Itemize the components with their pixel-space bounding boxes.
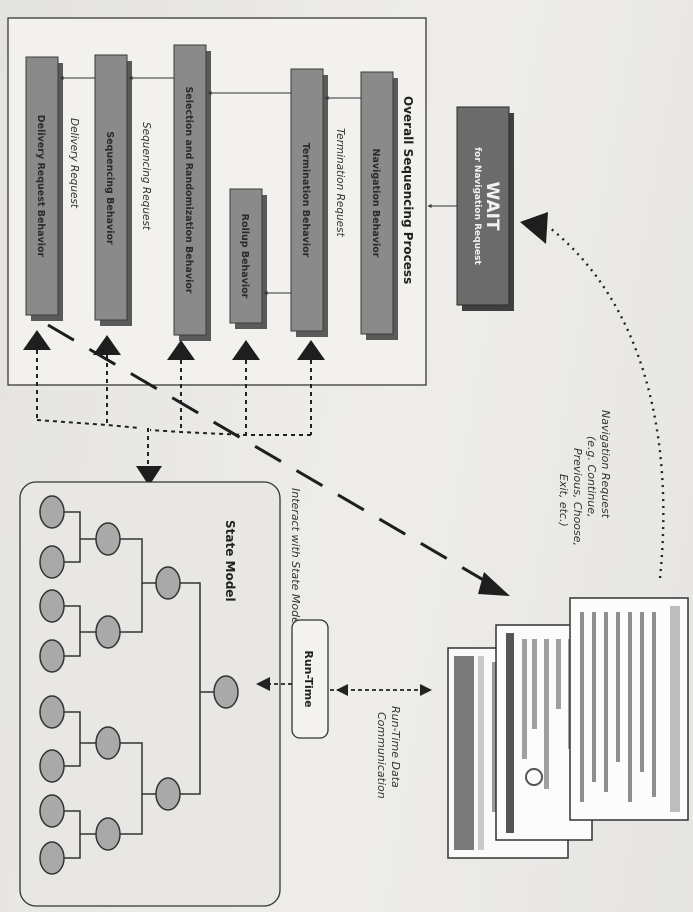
behavior-label: Termination Behavior — [300, 143, 311, 258]
behavior-label: Selection and Randomization Behavior — [183, 86, 194, 293]
tree-node — [155, 566, 181, 600]
tree-node — [95, 726, 121, 760]
tree-node-leaf — [39, 495, 65, 529]
behavior-navigation: Navigation Behavior — [360, 71, 398, 340]
interact-label: Interact with State Model — [289, 488, 302, 627]
sequencing-request-label: Sequencing Request — [140, 122, 152, 231]
tree-node — [155, 777, 181, 811]
behavior-label: Navigation Behavior — [370, 149, 381, 258]
behavior-delivery-request: Delivery Request Behavior — [25, 56, 63, 321]
navigation-note-line: Exit, etc.) — [557, 474, 570, 527]
wait-box: WAIT for Navigation Request — [456, 106, 514, 311]
state-dotted-lines — [36, 350, 312, 468]
behavior-label: Sequencing Behavior — [104, 131, 115, 245]
navigation-arrowhead — [520, 212, 548, 244]
tree-node — [95, 522, 121, 556]
tree-node-leaf — [39, 695, 65, 729]
behavior-selection-randomization: Selection and Randomization Behavior — [173, 44, 211, 341]
state-interaction-arrowheads — [23, 330, 325, 360]
behavior-label: Rollup Behavior — [239, 214, 250, 299]
state-model-box — [19, 481, 281, 907]
runtime-comm-left-arrowhead — [336, 684, 348, 696]
content-pages — [447, 597, 689, 859]
runtime-box — [291, 619, 329, 739]
navigation-note-line: Navigation Request — [599, 410, 612, 519]
navigation-note: Navigation Request (e.g. Continue, Previ… — [557, 410, 612, 546]
tree-node-root — [213, 675, 239, 709]
tree-node-leaf — [39, 841, 65, 875]
wait-title: WAIT — [482, 181, 502, 230]
tree-node — [95, 817, 121, 851]
tree-node-leaf — [39, 589, 65, 623]
process-title: Overall Sequencing Process — [401, 96, 415, 284]
tree-node-leaf — [39, 639, 65, 673]
tree-node — [95, 615, 121, 649]
delivery-dashed-arrow — [47, 323, 493, 587]
tree-node-leaf — [39, 794, 65, 828]
behavior-termination: Termination Behavior — [290, 68, 328, 337]
sequencing-process-frame — [7, 17, 427, 386]
behavior-sequencing: Sequencing Behavior — [94, 54, 132, 326]
state-nodes — [39, 495, 239, 875]
state-model-arrowhead — [136, 466, 162, 486]
behavior-connectors — [59, 76, 361, 295]
navigation-note-line: Previous, Choose, — [571, 448, 584, 546]
delivery-request-label: Delivery Request — [68, 118, 80, 209]
runtime-comm-line1: Run-Time Data — [389, 706, 402, 788]
tree-node-leaf — [39, 545, 65, 579]
behavior-rollup: Rollup Behavior — [229, 188, 267, 329]
tree-node-leaf — [39, 749, 65, 783]
runtime-comm-right-arrowhead — [420, 684, 432, 696]
termination-request-label: Termination Request — [334, 128, 346, 238]
state-model-label: State Model — [223, 520, 237, 602]
delivery-arrowhead — [478, 572, 510, 596]
runtime-comm-line2: Communication — [375, 712, 388, 799]
navigation-note-line: (e.g. Continue, — [585, 436, 598, 518]
behavior-label: Delivery Request Behavior — [35, 115, 46, 258]
navigation-request-arrow — [549, 227, 665, 579]
runtime-label: Run-Time — [302, 650, 315, 707]
wait-subtitle: for Navigation Request — [472, 147, 482, 265]
runtime-left-arrowhead — [256, 677, 270, 691]
